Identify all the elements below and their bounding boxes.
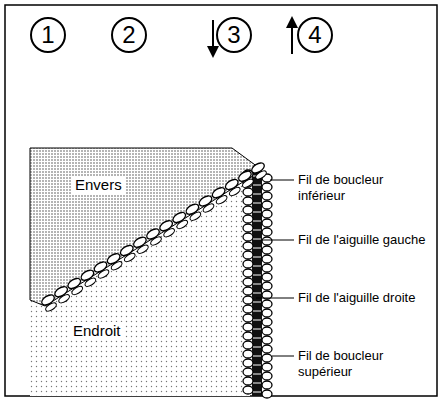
step-circle: 3 [216,17,252,53]
step-number: 2 [122,23,135,47]
up-arrow [291,22,293,54]
step-circle: 4 [297,17,333,53]
fabric-side-label: Envers [72,176,125,194]
wrong-side-fabric [30,148,262,306]
step-circle: 1 [30,17,66,53]
step-number: 4 [308,23,321,47]
step-number: 3 [227,23,240,47]
thread-label: Fil de boucleur inférieur [298,172,426,204]
step-number: 1 [41,23,54,47]
thread-label: Fil de l'aiguille droite [298,290,426,306]
thread-label: Fil de boucleur supérieur [298,348,426,380]
frame [5,5,437,396]
fabric-side-label: Endroit [70,322,124,340]
down-arrow [212,20,214,52]
thread-label: Fil de l'aiguille gauche [298,232,426,248]
leader-lines [256,180,294,356]
stitch-loops [40,161,272,398]
step-circle: 2 [111,17,147,53]
